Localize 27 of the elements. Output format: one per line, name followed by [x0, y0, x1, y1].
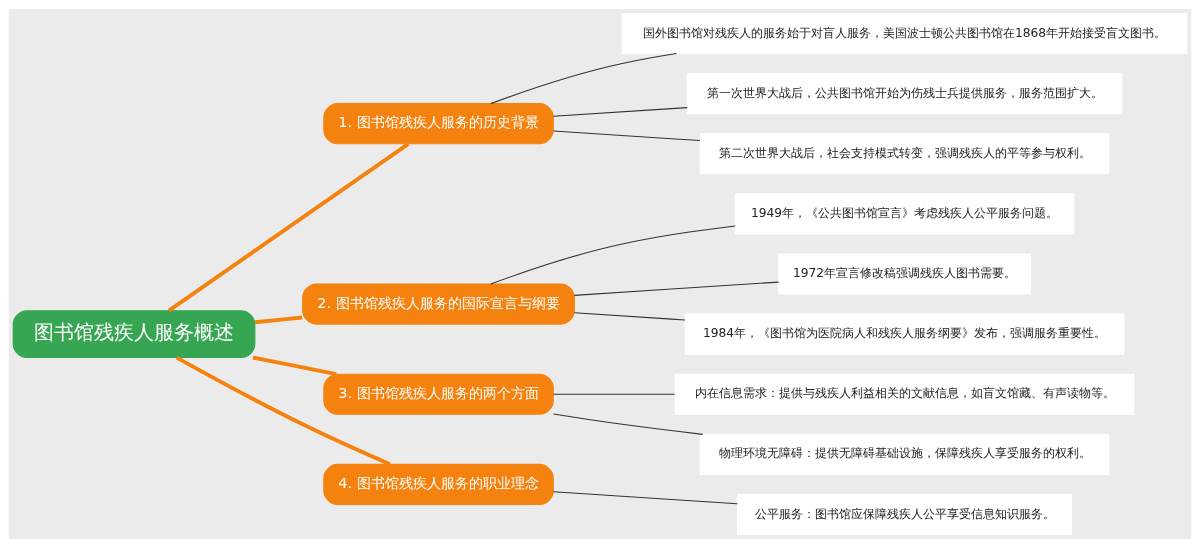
node-box: 第二次世界大战后，社会支持模式转变，强调残疾人的平等参与权利。: [699, 132, 1110, 174]
node-box: 第一次世界大战后，公共图书馆开始为伤残士兵提供服务，服务范围扩大。: [686, 72, 1123, 114]
connector: [573, 311, 686, 320]
connector: [573, 281, 780, 296]
connector: [552, 106, 688, 117]
node-box: 3. 图书馆残疾人服务的两个方面: [323, 373, 554, 415]
node-box: 图书馆残疾人服务概述: [12, 309, 256, 358]
node-box: 国外图书馆对残疾人的服务始于对盲人服务，美国波士顿公共图书馆在1868年开始接受盲文图书。: [621, 12, 1188, 54]
connector: [490, 224, 736, 285]
node-box: 1984年，《图书馆为医院病人和残疾人服务纲要》发布，强调服务重要性。: [684, 313, 1125, 355]
node-box: 4. 图书馆残疾人服务的职业理念: [323, 463, 554, 505]
node-box: 物理环境无障碍：提供无障碍基础设施，保障残疾人享受服务的权利。: [699, 433, 1110, 475]
node-box: 1. 图书馆残疾人服务的历史背景: [323, 102, 554, 144]
connector: [490, 52, 677, 104]
node-box: 内在信息需求：提供与残疾人利益相关的文献信息，如盲文馆藏、有声读物等。: [674, 373, 1135, 415]
node-box: 公平服务：图书馆应保障残疾人公平享受信息知识服务。: [736, 493, 1073, 535]
connector: [552, 130, 701, 141]
node-box: 2. 图书馆残疾人服务的国际宣言与纲要: [302, 282, 575, 325]
connector: [552, 393, 676, 395]
connector: [552, 412, 704, 435]
node-box: 1949年，《公共图书馆宣言》考虑残疾人公平服务问题。: [734, 192, 1075, 234]
connector: [175, 355, 391, 466]
connector: [167, 141, 410, 312]
connector: [254, 315, 303, 324]
connector: [552, 490, 738, 504]
connector: [252, 355, 337, 376]
node-box: 1972年宣言修改稿强调残疾人图书需要。: [778, 252, 1031, 295]
